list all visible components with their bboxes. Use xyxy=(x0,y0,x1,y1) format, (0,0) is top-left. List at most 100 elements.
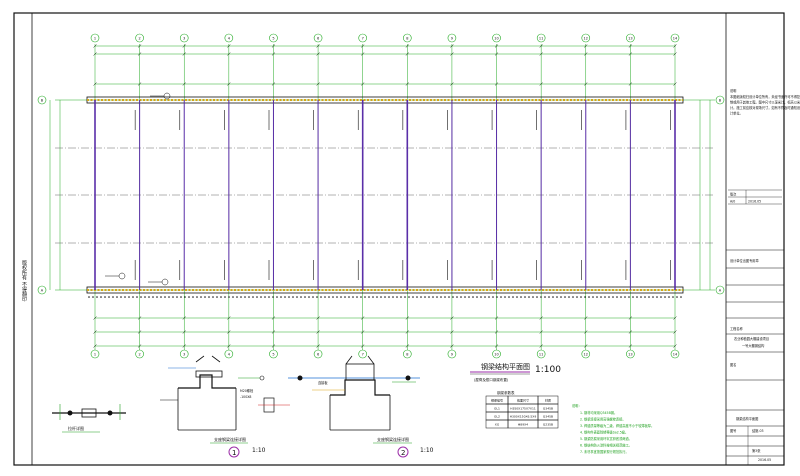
grid-bubble-bottom xyxy=(447,349,457,359)
note-line: 6. 钢结构防火涂料按相关规范施工。 xyxy=(580,443,632,448)
grid-label-bottom: 8 xyxy=(406,353,408,357)
title-block: 说明本图纸版权归设计单位所有，未经书面许可不得复制或用于其他工程。图中尺寸以毫米… xyxy=(726,88,800,465)
grid-bubble-bottom xyxy=(581,349,591,359)
svg-text:拉杆详图: 拉杆详图 xyxy=(68,425,84,431)
grid-label-top: 14 xyxy=(673,37,678,41)
detail-2-title: 支座钢梁连接详图 xyxy=(377,436,409,442)
detail-1-scale: 1:10 xyxy=(252,447,266,454)
grid-bubble-row xyxy=(37,285,47,295)
stamp-text: 设计单位出图专用章 xyxy=(730,258,759,263)
note-line: 7. 未尽事宜按国家现行规范执行。 xyxy=(580,449,629,454)
grid-label-bottom: 1 xyxy=(94,353,96,357)
grid-label-row: B xyxy=(719,99,722,103)
grid-label-top: 2 xyxy=(138,37,140,41)
table-cell: Q345B xyxy=(543,415,553,419)
project-name: 农业种植园大棚建设项目 xyxy=(734,336,769,341)
grid-bubble-top xyxy=(179,33,189,43)
table-header-cell: 钢梁编号 xyxy=(491,398,503,403)
grid-bubble-top xyxy=(358,33,367,43)
drawing-number: 结施-03 xyxy=(752,428,764,433)
detail-2-marker xyxy=(397,446,409,458)
table-cell: Φ89X4 xyxy=(518,423,528,427)
grid-bubble-top xyxy=(135,33,144,43)
grid-label-bottom: 13 xyxy=(628,353,632,357)
detail-1-title: 支座钢梁连接详图 xyxy=(214,436,246,442)
note-line: 1. 钢材均采用Q345B钢。 xyxy=(580,410,617,415)
grid-bubble-bottom xyxy=(179,349,189,359)
grid-bubble-top xyxy=(626,33,635,43)
sheet-number: 第3张 xyxy=(752,448,761,453)
table-cell: Q345B xyxy=(543,407,553,411)
grid-bubble-bottom xyxy=(135,349,144,359)
grid-bubble-bottom xyxy=(670,349,680,359)
table-header-cell: 材质 xyxy=(545,398,551,403)
drawing-name: 钢梁结构平面图 xyxy=(736,416,758,421)
left-margin-text: 版权所有 不得翻印 xyxy=(21,259,27,303)
grid-bubble-bottom xyxy=(403,349,412,359)
svg-text:说明: 说明 xyxy=(730,88,736,93)
grid-bubble-bottom xyxy=(90,349,100,359)
grid-label-top: 9 xyxy=(451,37,453,41)
plan-title: 钢梁结构平面图 xyxy=(481,362,530,371)
grid-label-top: 8 xyxy=(406,37,408,41)
detail-1-drawing: M20螺栓 -100X8 xyxy=(160,355,290,431)
general-note-line: 本图纸版权归设计单位所有，未经书面许可不得复 xyxy=(730,94,800,99)
table-cell: GL2 xyxy=(494,415,500,419)
detail-1-marker xyxy=(228,446,240,458)
grid-label-top: 6 xyxy=(317,37,319,41)
table-cell: H350X175X7X11 xyxy=(510,407,536,411)
grid-bubble-row xyxy=(37,95,47,105)
grid-label-top: 7 xyxy=(362,37,364,41)
grid-bubble-bottom xyxy=(358,349,367,359)
table-cell: Q235B xyxy=(543,423,553,427)
grid-bubble-top xyxy=(536,33,546,43)
plan-scale: 1:100 xyxy=(535,365,561,375)
svg-text:图名: 图名 xyxy=(730,362,736,367)
grid-label-bottom: 9 xyxy=(451,353,453,357)
plan-subtitle: (屋脊及檐口钢梁布置) xyxy=(474,377,509,382)
grid-bubble-top xyxy=(90,33,100,43)
detail-2-scale: 1:10 xyxy=(420,447,434,454)
grid-label-row: A xyxy=(41,289,44,293)
general-note-line: 制或用于其他工程。图中尺寸以毫米计，标高以米 xyxy=(730,100,800,105)
grid-bubble-top xyxy=(447,33,457,43)
grid-label-bottom: 5 xyxy=(272,353,274,357)
grid-label-top: 12 xyxy=(584,37,588,41)
grid-bubble-top xyxy=(581,33,591,43)
grid-bubble-top xyxy=(403,33,412,43)
note-line: 2. 钢梁连接采用高强螺栓连接。 xyxy=(580,417,626,422)
svg-text:2016.05: 2016.05 xyxy=(748,200,761,204)
sheet-frame xyxy=(13,12,785,466)
grid-label-top: 11 xyxy=(539,37,543,41)
grid-label-bottom: 7 xyxy=(362,353,364,357)
table-title: 钢梁参数表 xyxy=(497,390,515,395)
project-sub: 一号大棚钢结构 xyxy=(742,343,764,348)
grid-label-top: 3 xyxy=(183,37,185,41)
grid-bubble-bottom xyxy=(626,349,635,359)
table-cell: XG xyxy=(495,423,500,427)
general-note-line: 计。施工前应核对现场尺寸，如有不符及时通知设 xyxy=(730,105,800,110)
detail-1-number: 1 xyxy=(232,449,236,457)
grid-label-top: 13 xyxy=(628,37,632,41)
grid-bubble-bottom xyxy=(313,349,323,359)
grid-bubble-top xyxy=(492,33,501,43)
note-line: 3. 焊缝质量等级为二级，焊缝高度不小于较薄板厚。 xyxy=(580,423,654,428)
svg-text:A/0: A/0 xyxy=(730,200,735,204)
grid-label-bottom: 2 xyxy=(138,353,140,357)
notes-title: 说明： xyxy=(572,403,582,408)
grid-bubble-row xyxy=(715,285,725,295)
table-header-cell: 截面尺寸 xyxy=(517,398,529,403)
grid-label-bottom: 14 xyxy=(673,353,678,357)
grid-bubble-top xyxy=(670,33,680,43)
svg-text:连接板: 连接板 xyxy=(318,380,328,385)
grid-label-row: B xyxy=(41,99,44,103)
grid-bubble-top xyxy=(269,33,278,43)
svg-text:2016.05: 2016.05 xyxy=(758,458,771,462)
table-cell: H300X150X6.5X9 xyxy=(510,415,537,419)
detail-2-number: 2 xyxy=(401,449,405,457)
grid-bubble-bottom xyxy=(492,349,501,359)
grid-label-top: 10 xyxy=(494,37,498,41)
